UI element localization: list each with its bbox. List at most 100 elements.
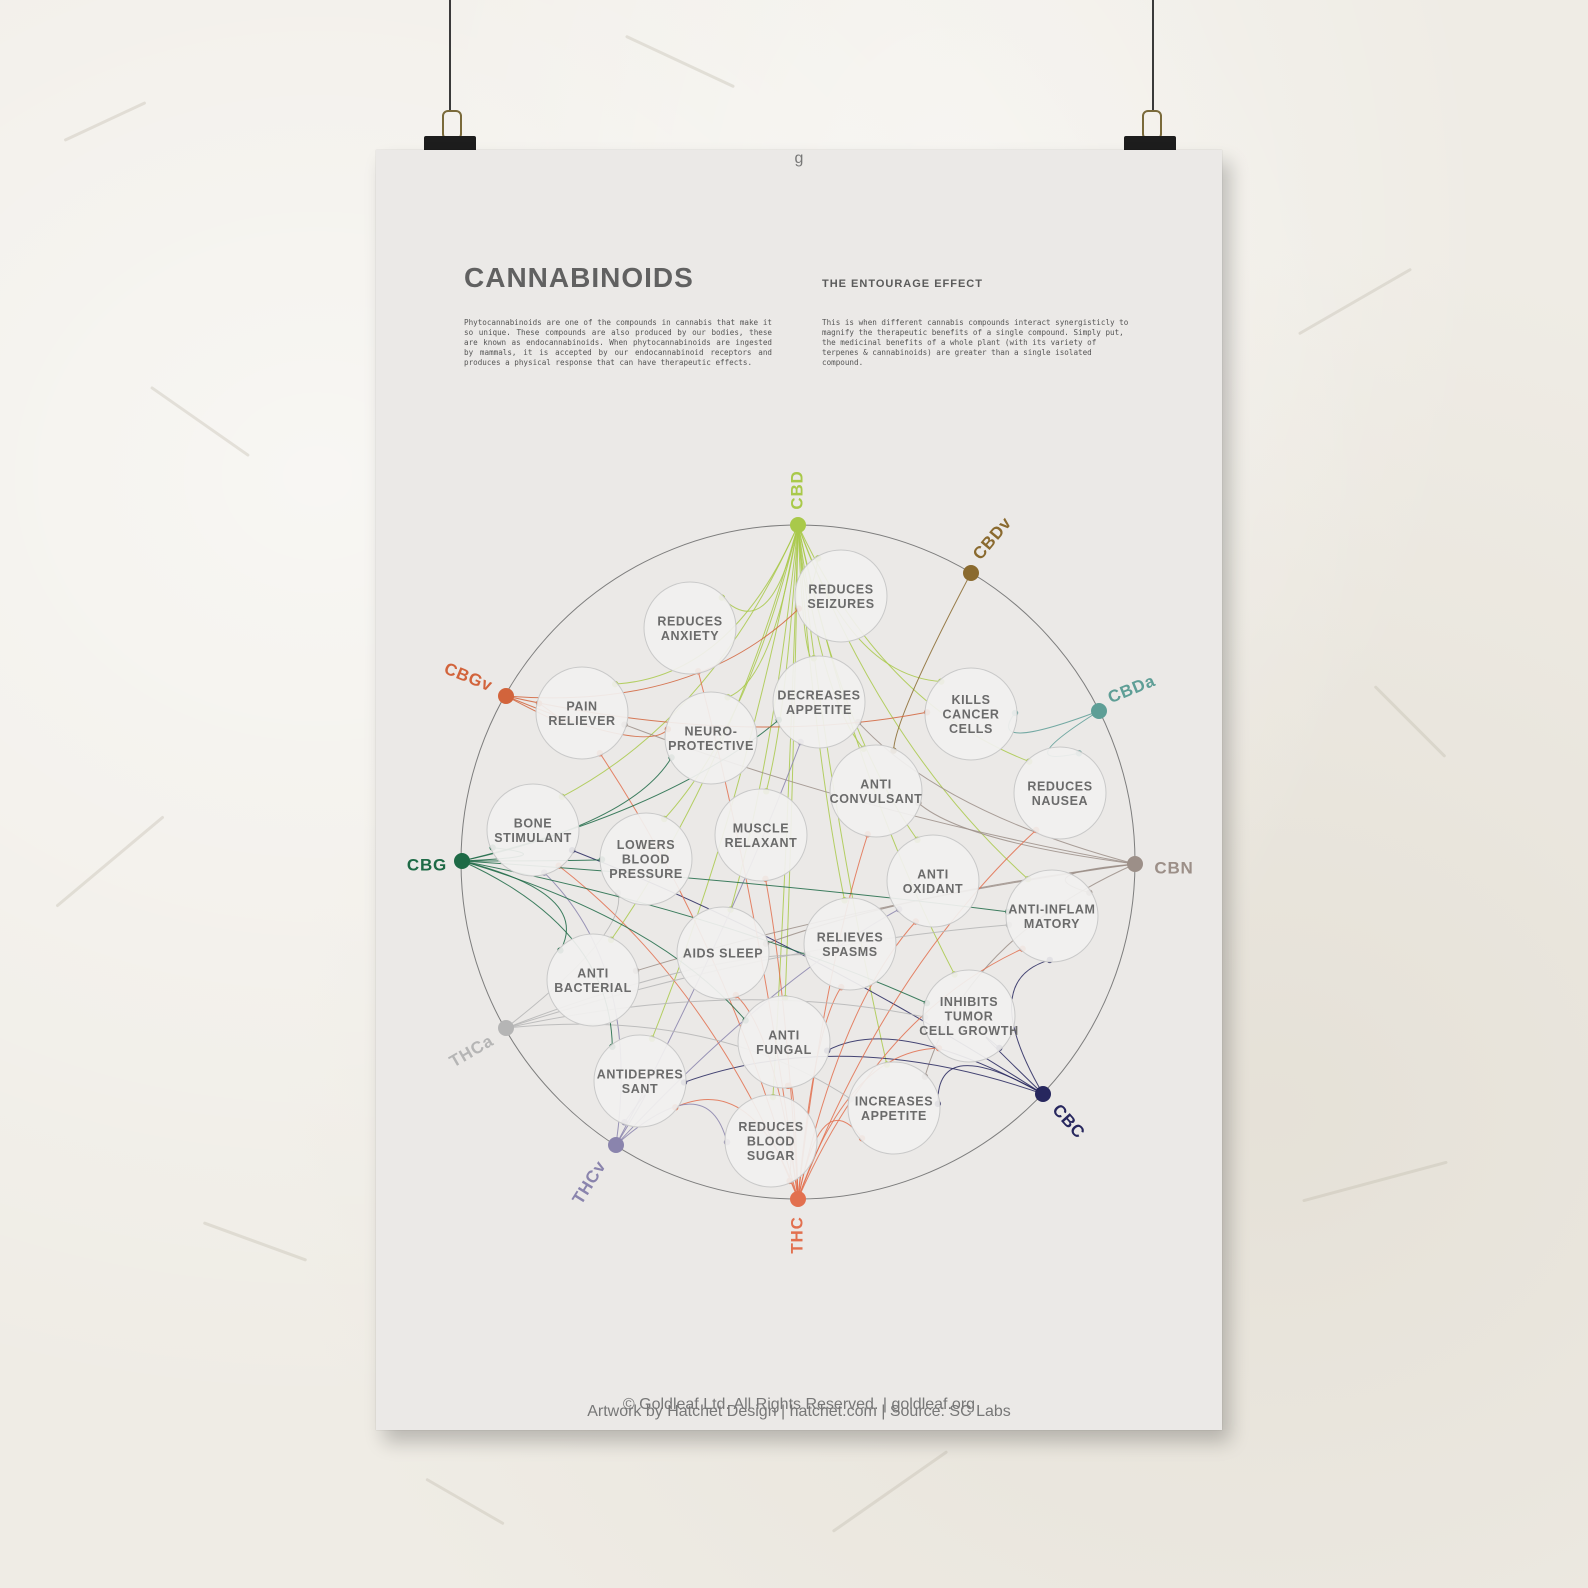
node-thcv [608, 1137, 624, 1153]
effect-label-line: NEURO- [685, 724, 738, 738]
link-thc-inflam [797, 948, 1023, 1200]
effect-label-line: ANTIDEPRES [597, 1067, 684, 1081]
effect-circle [486, 783, 580, 877]
effect-label-line: TUMOR [945, 1010, 994, 1024]
effect-circle [664, 691, 758, 785]
link-cbc-depress [683, 1055, 1044, 1095]
link-thcv-sugar [615, 1103, 728, 1146]
effect-label-line: DECREASES [777, 688, 860, 702]
effect-circle [803, 897, 897, 991]
wall-texture-mark [149, 385, 251, 458]
wall-texture-mark [425, 1477, 505, 1526]
effect-label-line: FUNGAL [756, 1043, 812, 1057]
node-cbg [454, 853, 470, 869]
poster: CANNABINOIDS THE ENTOURAGE EFFECT Phytoc… [376, 150, 1222, 1430]
link-cbn-convulsant [918, 802, 1136, 865]
effect-label-line: OXIDANT [903, 882, 963, 896]
link-cbc-fungal [826, 1038, 1044, 1095]
hanging-wire-right [1152, 0, 1154, 112]
link-cbd-bp [663, 524, 799, 820]
intro-paragraph-left: Phytocannabinoids are one of the compoun… [464, 318, 772, 367]
effect-label-line: SANT [622, 1082, 658, 1096]
effect-circle [546, 933, 640, 1027]
effect-circle [772, 655, 866, 749]
footer-copyright: © Goldleaf Ltd. All Rights Reserved. | g… [622, 1396, 976, 1413]
effect-label-line: ANXIETY [661, 629, 719, 643]
wall-texture-mark [63, 101, 147, 142]
effect-circle [1013, 746, 1107, 840]
effect-label-line: ANTI [577, 966, 609, 980]
effect-circle [535, 666, 629, 760]
effect-label-line: CELLS [949, 722, 993, 736]
wall-texture-mark [1302, 1160, 1448, 1203]
effect-circle [593, 1034, 687, 1128]
label-thca: THCa [446, 1031, 497, 1071]
effect-label-line: ANTI [768, 1028, 800, 1042]
label-cbd: CBD [787, 470, 806, 509]
effect-circle [643, 581, 737, 675]
effect-label-line: BLOOD [747, 1135, 795, 1149]
effect-layer: REDUCESSEIZURESREDUCESANXIETYPAINRELIEVE… [486, 549, 1107, 1188]
footer-credits: Artwork by Hatchet Design | hatchet.com … [587, 1403, 1011, 1420]
poster-subtitle: THE ENTOURAGE EFFECT [822, 278, 983, 290]
link-cbda-cancer [1008, 710, 1100, 734]
effect-label-line: NAUSEA [1032, 794, 1088, 808]
label-cbg: CBG [407, 855, 447, 874]
effect-label-line: INHIBITS [940, 995, 998, 1009]
wall-texture-mark [202, 1221, 308, 1262]
node-thc [790, 1191, 806, 1207]
link-cbdv-convulsant [893, 572, 972, 751]
effect-label-line: REDUCES [657, 614, 722, 628]
effect-circle [724, 1094, 818, 1188]
effect-circle [737, 995, 831, 1089]
wall-texture-mark [624, 34, 736, 89]
label-cbgv: CBGv [441, 659, 495, 696]
hanging-wire-left [449, 0, 451, 112]
effect-label-line: ANTI [860, 777, 892, 791]
node-cbgv [498, 688, 514, 704]
effect-circle [924, 667, 1018, 761]
link-thc-nausea [797, 829, 1037, 1200]
effect-circle [922, 969, 1016, 1063]
effect-circle [886, 834, 980, 928]
effect-label-line: PAIN [566, 699, 597, 713]
effect-label-line: AIDS SLEEP [683, 947, 763, 961]
wall-texture-mark [1373, 685, 1447, 758]
effect-label-line: REDUCES [1027, 779, 1092, 793]
effect-label-line: CELL GROWTH [919, 1024, 1018, 1038]
effect-label-line: BACTERIAL [554, 981, 632, 995]
effect-label-line: SEIZURES [807, 597, 874, 611]
link-thca-spasms [505, 953, 808, 1029]
entourage-diagram: REDUCESSEIZURESREDUCESANXIETYPAINRELIEVE… [407, 470, 1193, 1253]
effect-label-line: RELIEVES [817, 930, 884, 944]
label-thc: THC [787, 1216, 806, 1253]
label-cbn: CBN [1154, 858, 1193, 877]
effect-label-line: RELIEVER [548, 714, 615, 728]
footer-logo: g [794, 150, 804, 167]
link-cbc-appetite_i [937, 1065, 1044, 1104]
node-cbn [1127, 856, 1143, 872]
label-cbda: CBDa [1105, 671, 1158, 707]
node-cbda [1091, 703, 1107, 719]
effect-label-line: MATORY [1024, 917, 1080, 931]
effect-label-line: BONE [514, 816, 553, 830]
node-cbdv [963, 565, 979, 581]
wall-texture-mark [55, 815, 165, 908]
wall-texture-mark [831, 1450, 949, 1533]
effect-circle [829, 744, 923, 838]
effect-circle [1005, 869, 1099, 963]
effect-label-line: MUSCLE [733, 821, 789, 835]
